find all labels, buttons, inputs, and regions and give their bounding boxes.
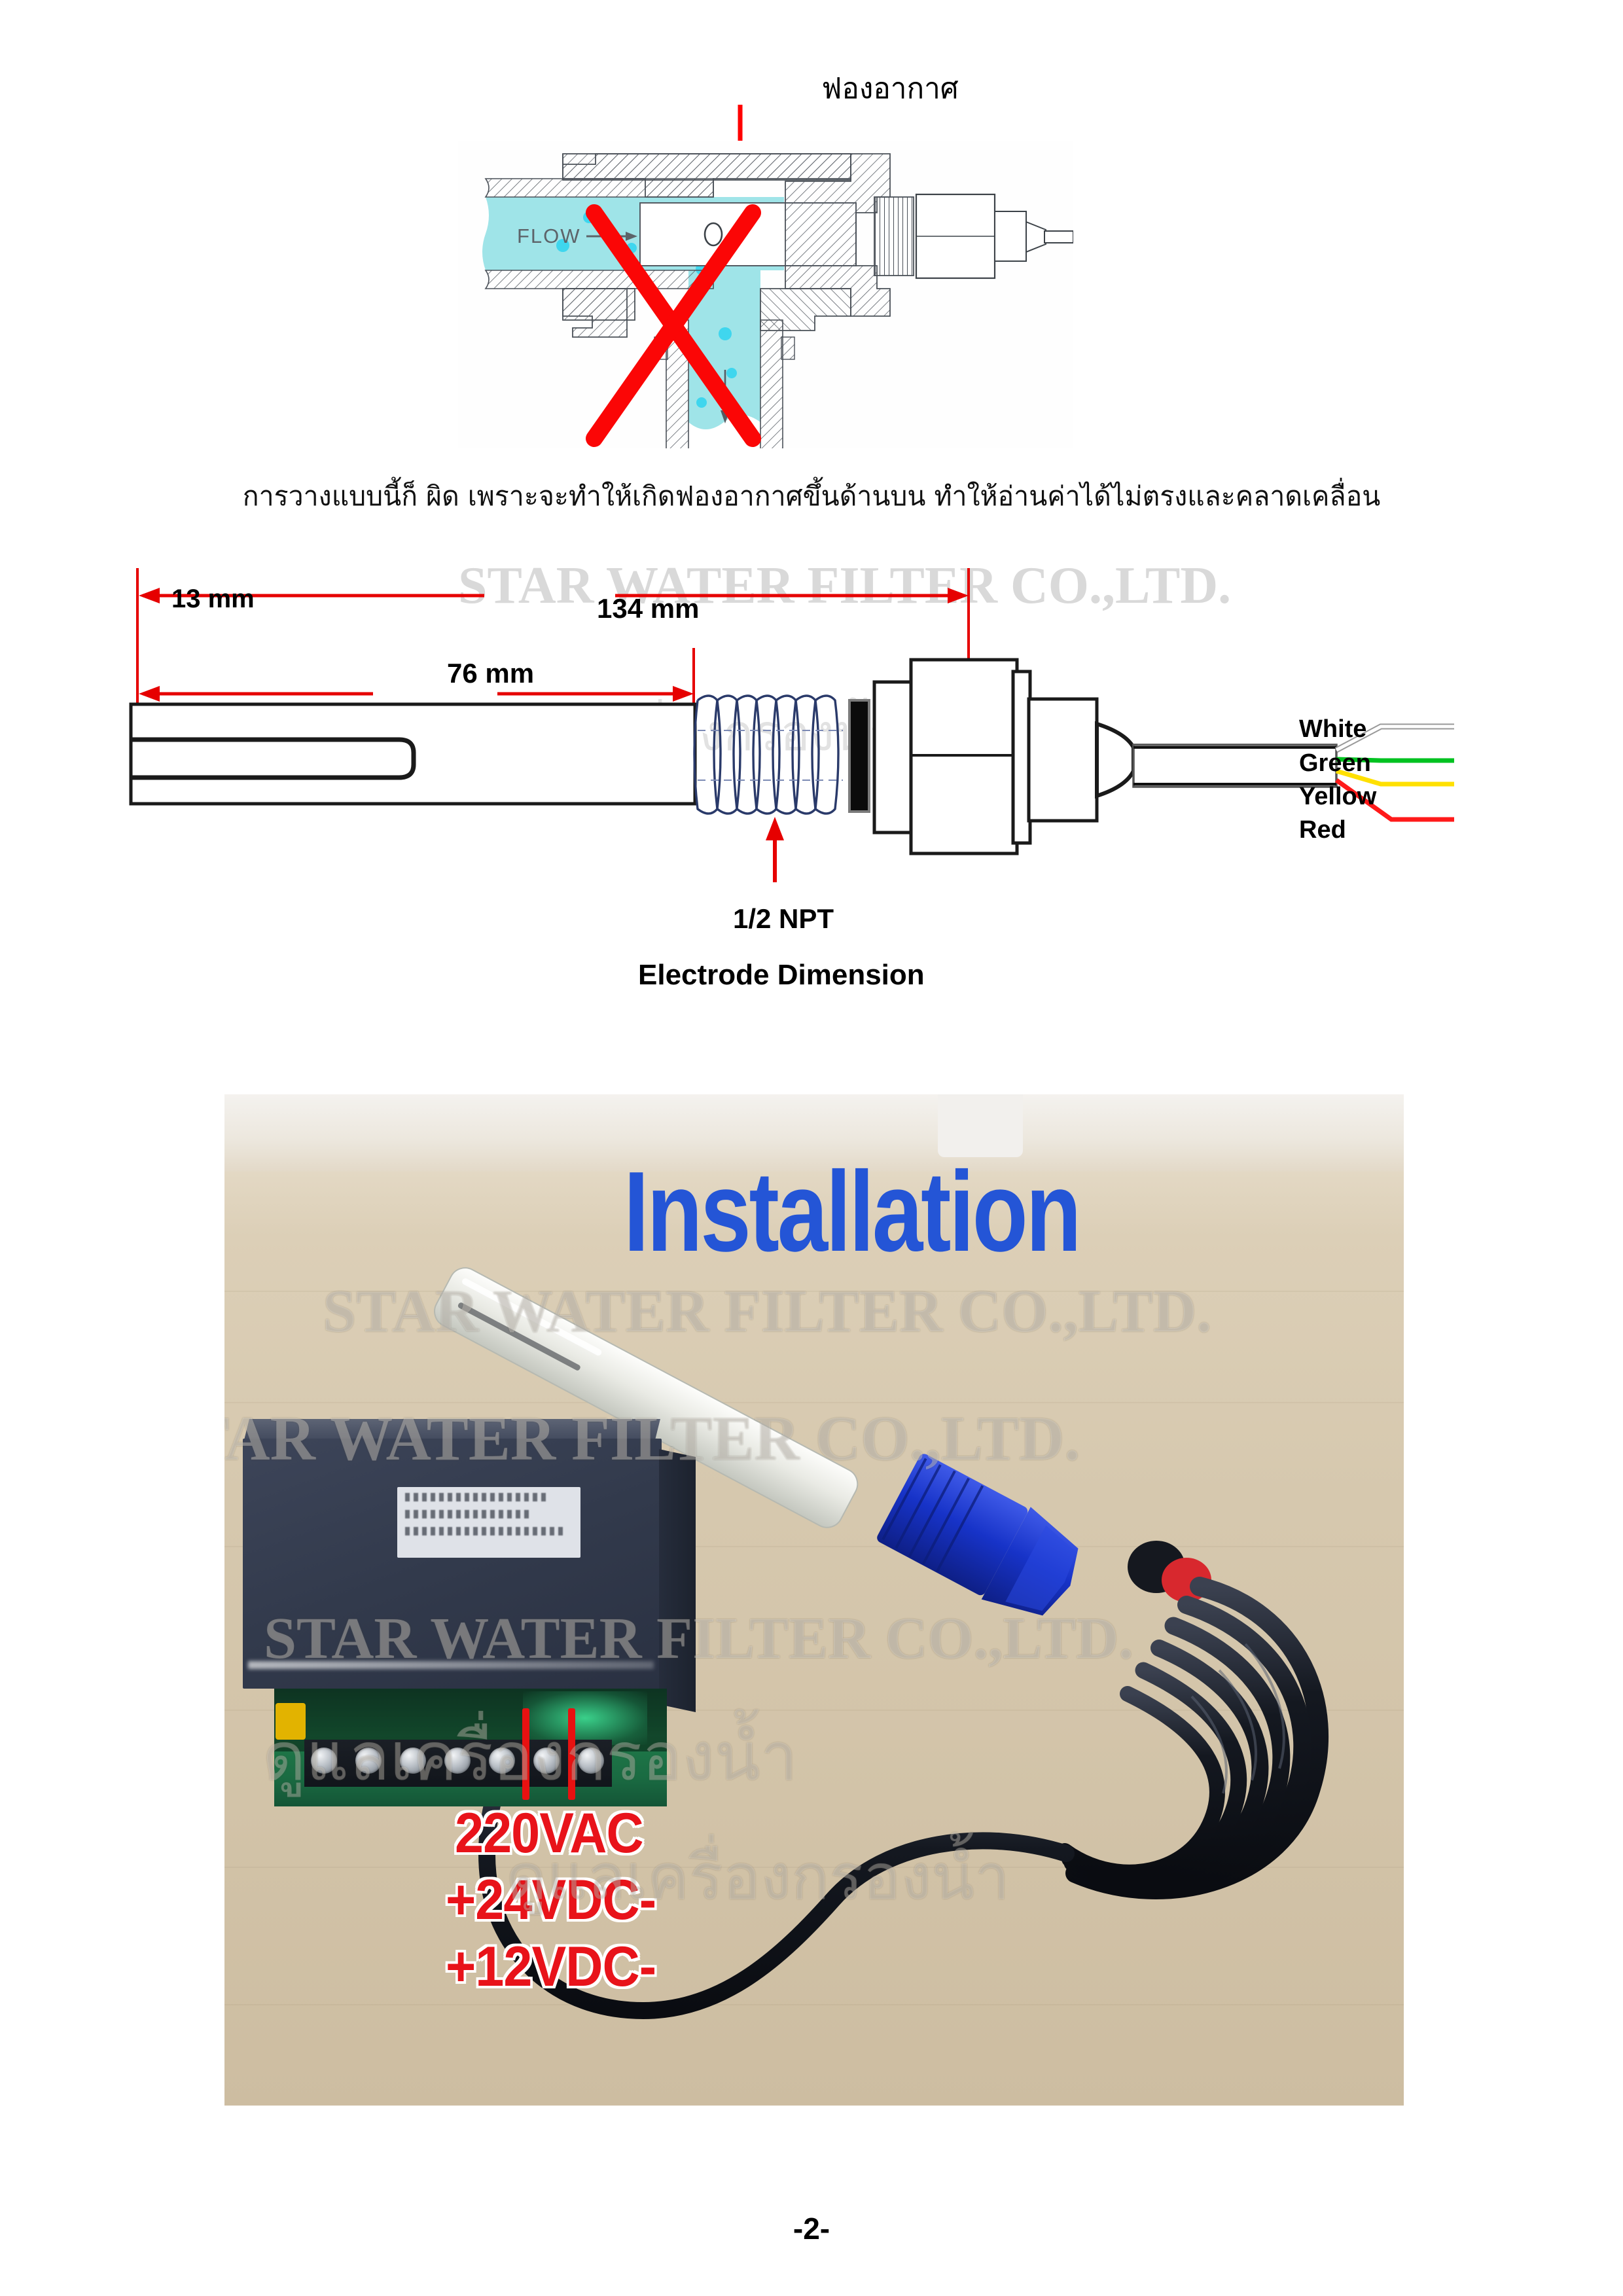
terminal-screw[interactable] (444, 1748, 471, 1774)
terminal-screw[interactable] (489, 1748, 515, 1774)
terminal-screw[interactable] (533, 1748, 560, 1774)
photo-watermark-thai-2: ดูแลเครื่องกรองน้ำ (506, 1840, 1010, 1914)
terminal-screw[interactable] (400, 1748, 426, 1774)
terminal-screw[interactable] (355, 1748, 382, 1774)
installation-photograph: Installation (224, 1094, 1404, 2106)
terminal-block (304, 1740, 612, 1787)
npt-thread-label: 1/2 NPT (733, 903, 834, 934)
wire-label-red: Red (1299, 816, 1346, 844)
wire-label-yellow: Yellow (1299, 783, 1377, 810)
page-number: -2- (793, 2212, 830, 2246)
controller-product-label (397, 1487, 580, 1558)
cross-section-section: ฟองอากาศ (0, 0, 1623, 512)
photo-watermark-company-3: STAR WATER FILTER CO.,LTD. (264, 1606, 1133, 1671)
svg-text:FLOW: FLOW (517, 224, 581, 247)
dimension-body-length-label: 76 mm (447, 658, 535, 689)
electrode-dimension-section: STAR WATER FILTER CO.,LTD. ดูแลเครื่องกร… (0, 537, 1623, 1021)
incorrect-placement-caption: การวางแบบนี้ก็ ผิด เพราะจะทำให้เกิดฟองอา… (242, 480, 1381, 512)
controller-side-face (659, 1449, 696, 1712)
wall-fixture (938, 1094, 1023, 1157)
dimension-total-length-label: 134 mm (597, 593, 700, 624)
photo-watermark-company-1: STAR WATER FILTER CO.,LTD. (323, 1278, 1212, 1344)
incorrect-mark-x-icon (586, 204, 761, 447)
air-bubble-label: ฟองอากาศ (821, 72, 959, 105)
wire-label-green: Green (1299, 749, 1371, 777)
wire-label-white: White (1299, 715, 1367, 743)
controller-unit (243, 1419, 696, 1806)
controller-highlight (248, 1661, 654, 1669)
watermark-company-top: STAR WATER FILTER CO.,LTD. (458, 557, 1232, 615)
electrode-dimension-caption: Electrode Dimension (638, 959, 925, 991)
dimension-height-label: 13 mm (171, 584, 255, 613)
warning-sticker (276, 1703, 306, 1740)
controller-front-face (243, 1439, 662, 1689)
installation-title: Installation (624, 1147, 1082, 1275)
photo-watermark-thai-1: ดูแลเครื่องกรองน้ำ (262, 1718, 798, 1796)
circuit-board (274, 1689, 667, 1806)
terminal-screw[interactable] (311, 1748, 337, 1774)
terminal-screw[interactable] (578, 1748, 604, 1774)
tee-fitting-cross-section-drawing: FLOW (458, 141, 1073, 448)
wall-background (224, 1094, 1404, 1172)
photo-watermark-company-2: STAR WATER FILTER CO.,LTD. (224, 1403, 1080, 1473)
